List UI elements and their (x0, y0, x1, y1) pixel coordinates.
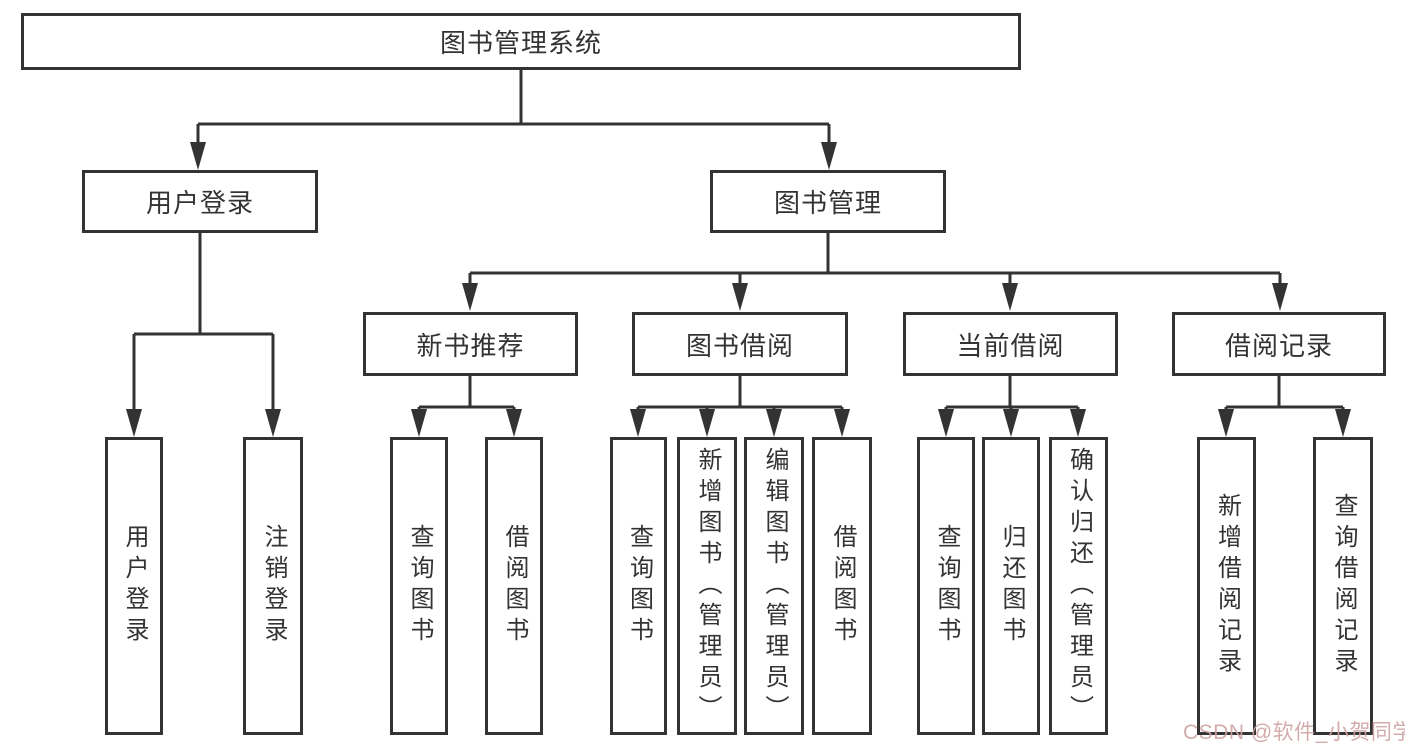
node-user-login: 用户登录 (82, 170, 318, 233)
leaf-confirm-return-admin: 确认归还（管理员） (1049, 437, 1108, 735)
leaf-label: 新增借阅记录 (1213, 493, 1241, 679)
leaf-return-books: 归还图书 (982, 437, 1040, 735)
leaf-user-login: 用户登录 (105, 437, 163, 735)
leaf-label: 借阅图书 (501, 524, 528, 648)
leaf-label: 注销登录 (260, 524, 287, 648)
leaf-label: 归还图书 (998, 524, 1025, 648)
leaf-label: 新增图书（管理员） (694, 446, 721, 726)
leaf-label: 查询借阅记录 (1330, 493, 1357, 679)
leaf-label: 用户登录 (121, 524, 148, 648)
leaf-add-books-admin: 新增图书（管理员） (677, 437, 737, 735)
leaf-query-books-current: 查询图书 (917, 437, 975, 735)
leaf-query-borrow-record: 查询借阅记录 (1313, 437, 1373, 735)
node-borrow-records: 借阅记录 (1172, 312, 1386, 376)
leaf-query-books-borrow: 查询图书 (610, 437, 667, 735)
leaf-logout: 注销登录 (243, 437, 303, 735)
node-book-borrow: 图书借阅 (632, 312, 848, 376)
leaf-add-borrow-record: 新增借阅记录 (1197, 437, 1256, 735)
leaf-query-books-recommend: 查询图书 (390, 437, 448, 735)
leaf-edit-books-admin: 编辑图书（管理员） (744, 437, 804, 735)
csdn-watermark: CSDN @软件_小贺同学 (1183, 721, 1405, 744)
node-new-book-recommend: 新书推荐 (363, 312, 578, 376)
leaf-borrow-books-recommend: 借阅图书 (485, 437, 543, 735)
leaf-label: 查询图书 (625, 524, 653, 648)
leaf-label: 查询图书 (406, 524, 433, 648)
leaf-label: 借阅图书 (829, 524, 856, 648)
node-book-management: 图书管理 (710, 170, 946, 233)
leaf-label: 编辑图书（管理员） (761, 446, 788, 726)
node-root-library-system: 图书管理系统 (21, 13, 1021, 70)
leaf-borrow-books: 借阅图书 (812, 437, 872, 735)
leaf-label: 查询图书 (933, 524, 960, 648)
node-current-borrow: 当前借阅 (903, 312, 1118, 376)
leaf-label: 确认归还（管理员） (1065, 446, 1093, 726)
